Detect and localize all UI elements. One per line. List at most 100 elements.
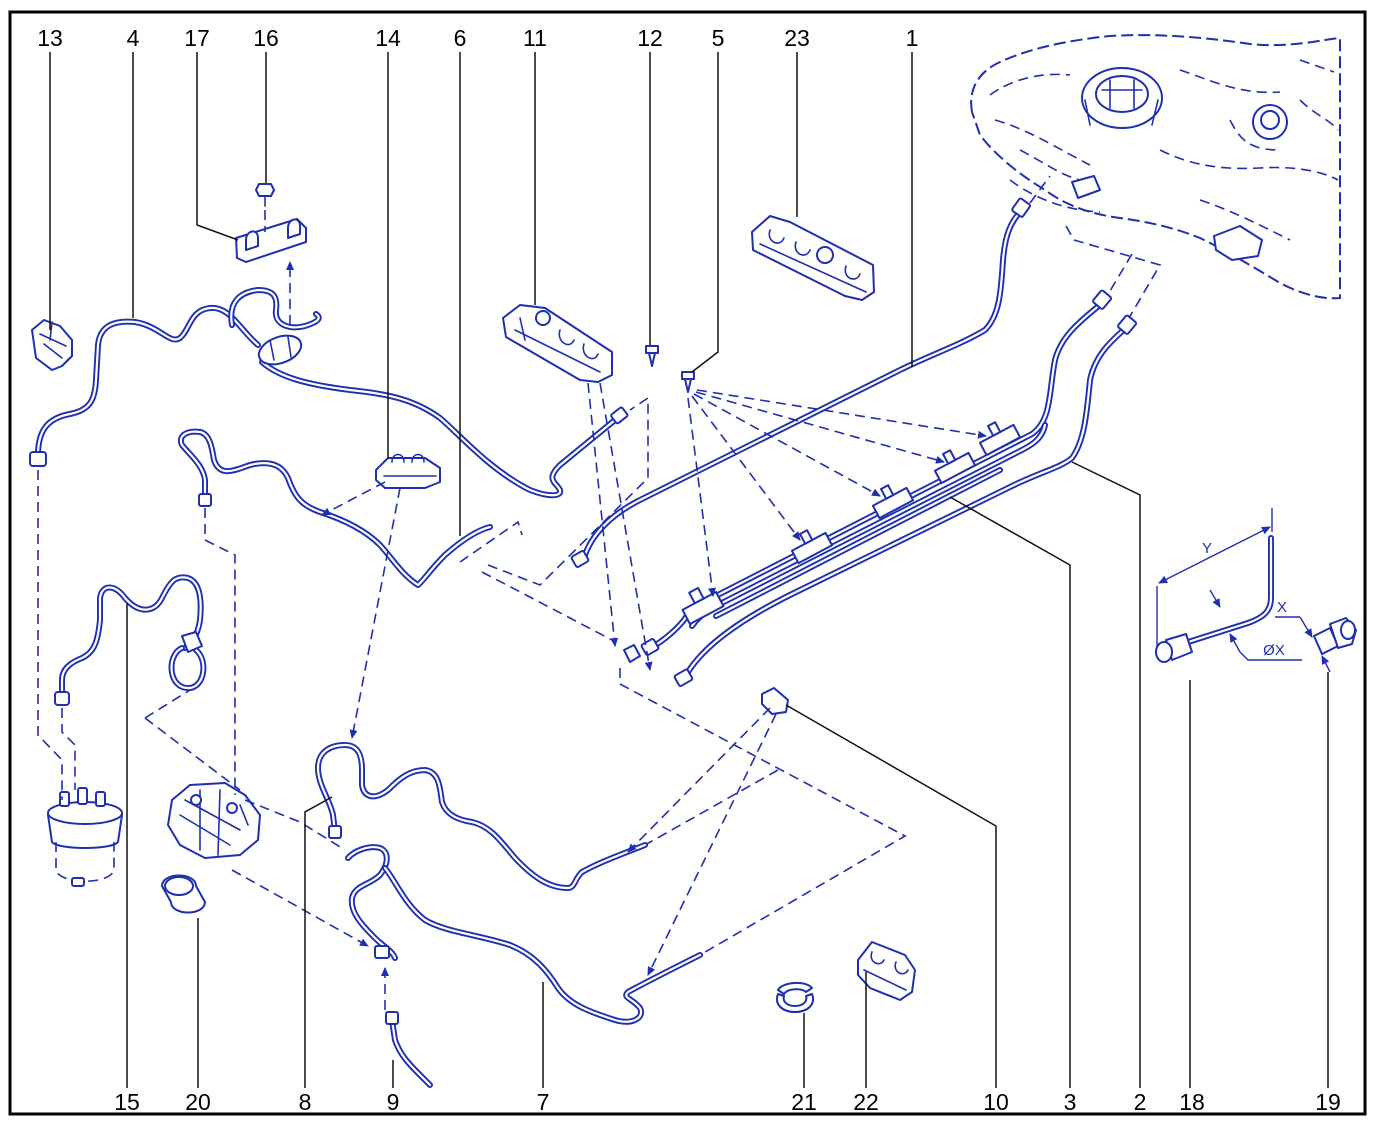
callout-9: 9	[387, 1089, 400, 1115]
fastener-5-pin	[684, 378, 692, 393]
fuel-tank-contour-5	[1199, 199, 1291, 241]
clip-10-arrow-2	[647, 713, 777, 976]
callout-13: 13	[37, 25, 63, 51]
fuel-line-7-connector	[374, 945, 390, 959]
clip-21-upper	[777, 982, 813, 995]
callout-20: 20	[185, 1089, 211, 1115]
fuel-filter-fitting-2	[77, 787, 88, 805]
bundle-clip-5-tab	[688, 586, 705, 605]
callout-16: 16	[253, 25, 279, 51]
fuel-tank-contour-8	[1299, 99, 1339, 131]
callout-11: 11	[523, 25, 547, 51]
leader-10	[785, 704, 997, 1088]
injection-pump-port-1	[190, 794, 202, 806]
fuel-line-2-connector-tank	[1117, 314, 1138, 335]
leader-lines	[49, 52, 1329, 1088]
callout-5: 5	[712, 25, 725, 51]
fuel-line-4-connector-end	[610, 406, 629, 425]
fuel-line-15-assembly	[54, 574, 207, 706]
clip-23-detail	[759, 229, 867, 293]
clip-holder-11-detail	[514, 317, 601, 373]
callout-8: 8	[299, 1089, 312, 1115]
clip-holder-11-body	[502, 304, 613, 383]
clip-23-body	[751, 215, 875, 301]
fuel-line-15-clip	[181, 631, 203, 653]
line-15-to-filter-line	[61, 708, 76, 790]
tank-vent-cap-inner	[1260, 110, 1280, 130]
injection-pump-port-2	[226, 802, 238, 814]
fuel-tank-contour-9	[1299, 59, 1335, 73]
callout-22: 22	[853, 1089, 879, 1115]
callout-14: 14	[375, 25, 401, 51]
clip-14-to-line-8-arrow	[349, 487, 401, 739]
injection-pump	[167, 782, 261, 859]
bundle-clip-3	[871, 484, 915, 520]
fuel-line-1-connector-tank	[1011, 197, 1031, 218]
fuel-tank-contour-4	[1159, 149, 1339, 181]
dimension-diameter-leader	[1239, 651, 1302, 661]
callout-3: 3	[1064, 1089, 1077, 1115]
routing-line-2	[487, 396, 649, 586]
bolt-16-head	[255, 183, 275, 197]
fuel-line-6-connector	[198, 493, 212, 507]
clip-22	[857, 941, 916, 1001]
fuel-line-2-core	[686, 325, 1129, 674]
fuel-line-1-assembly	[570, 197, 1031, 568]
fuel-line-8-connector	[328, 825, 342, 839]
clip-22-detail	[863, 951, 909, 991]
callout-1: 1	[906, 25, 919, 51]
fuel-tank	[970, 34, 1341, 300]
fuel-line-15-loop-core	[170, 646, 205, 690]
fuel-tank-contour-2	[994, 119, 1091, 166]
leader-5	[691, 52, 719, 373]
sleeve-20	[161, 874, 206, 914]
dimension-x-arrow-1	[1299, 616, 1313, 638]
bundle-clip-2-tab	[942, 449, 957, 465]
pump-to-line-7-arrow	[231, 869, 369, 947]
fitting-19-face	[1340, 620, 1356, 640]
fuel-line-9-assembly	[385, 1011, 433, 1088]
dimension-diameter-arrow-1	[1209, 589, 1221, 608]
fuel-tank-contour-10	[1009, 179, 1101, 213]
routing-line-4	[619, 668, 907, 956]
callout-10: 10	[983, 1089, 1009, 1115]
dimension-diameter-arrow-2	[1229, 633, 1241, 653]
fuel-line-15-core	[60, 576, 202, 700]
dimension-y-label: Y	[1202, 540, 1212, 557]
fuel-line-8-core	[316, 743, 647, 890]
fuel-line-7-assembly	[345, 844, 703, 1025]
fuel-line-7-loop-core	[346, 846, 397, 960]
injection-pump-detail	[179, 789, 249, 856]
clip-holder-11-hole	[535, 310, 551, 326]
fuel-line-4-inline-filter-bands	[269, 336, 292, 361]
clip-23	[751, 215, 875, 301]
line-4-to-filter-line	[37, 470, 63, 800]
fuel-line-6-assembly	[178, 428, 493, 588]
dimension-y-line	[1158, 526, 1271, 584]
callout-4: 4	[127, 25, 140, 51]
clip-14-body	[375, 457, 441, 489]
fuel-line-3a-core	[652, 300, 1105, 648]
fuel-line-9-connector	[385, 1011, 399, 1025]
fastener-5	[681, 371, 695, 393]
clip-23-hole	[816, 246, 834, 264]
leader-8	[304, 796, 333, 1088]
fastener-5-arrow-3	[693, 393, 881, 497]
clip-21-lower	[776, 993, 814, 1013]
dimension-diameter-label: ØX	[1263, 642, 1285, 659]
fuel-line-4-return-core	[260, 360, 617, 497]
fuel-filter-fitting-1	[59, 791, 70, 807]
fuel-line-1-connector-end	[570, 550, 590, 568]
pump-link-line-1	[144, 689, 191, 719]
bundle-clip-3-tab	[880, 484, 895, 500]
fuel-pump-module-detail	[1084, 79, 1159, 126]
fuel-line-3-connector-tank	[1092, 289, 1113, 310]
clip-14	[375, 453, 441, 489]
fuel-line-15-connector	[54, 691, 70, 706]
routing-line-3	[481, 571, 613, 641]
fastener-5-arrow-2	[695, 391, 945, 464]
clip-holder-11-arrow-1	[587, 382, 619, 647]
tank-link-line-1	[1029, 175, 1051, 204]
line-6-to-pump-line	[204, 508, 236, 795]
